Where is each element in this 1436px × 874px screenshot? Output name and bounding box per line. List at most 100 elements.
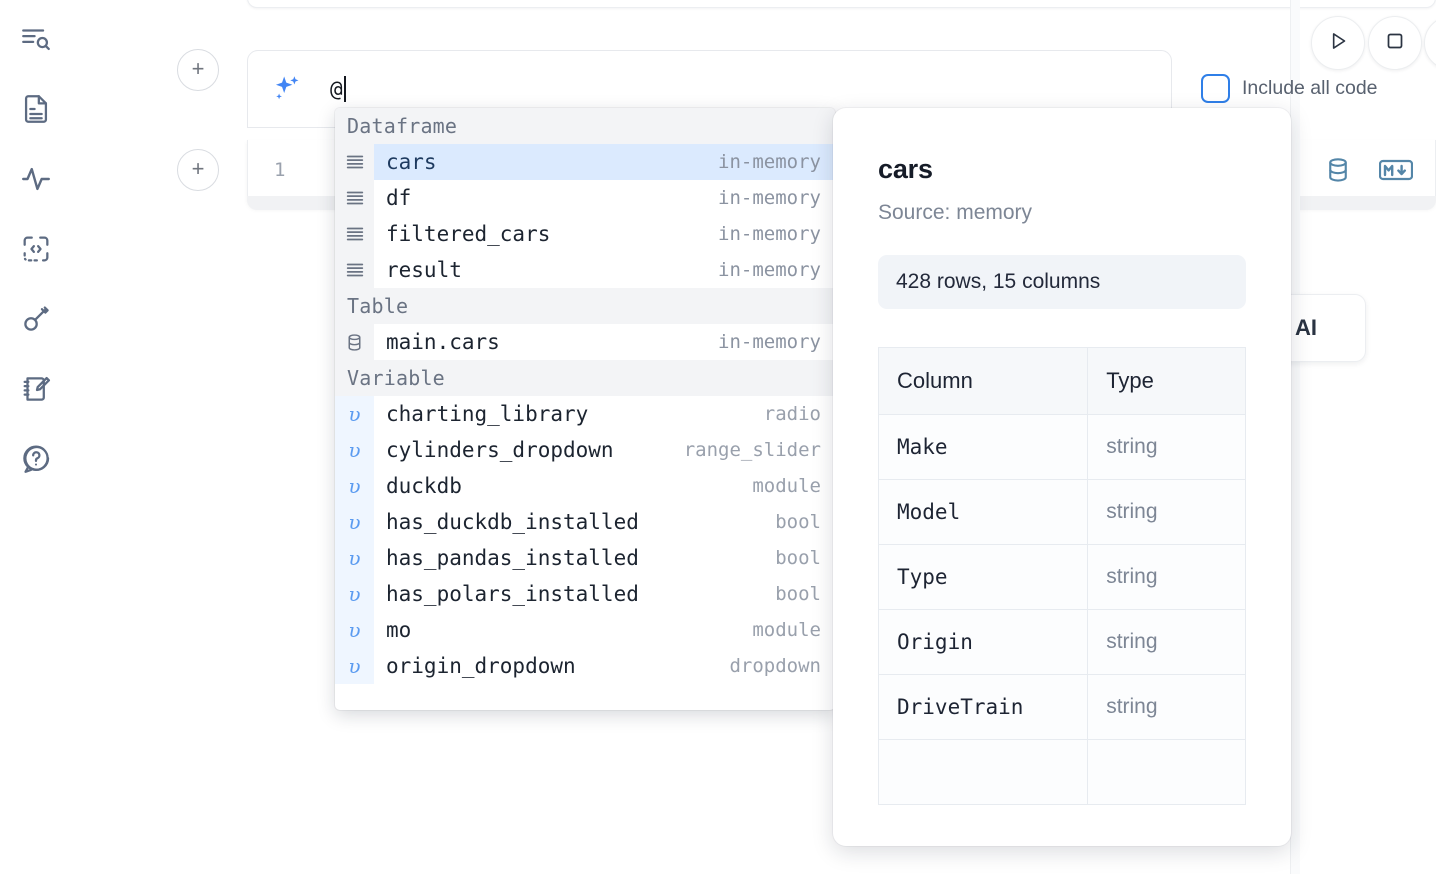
autocomplete-item[interactable]: df in-memory bbox=[335, 180, 835, 216]
autocomplete-item-type: module bbox=[752, 475, 821, 497]
autocomplete-item[interactable]: main.cars in-memory bbox=[335, 324, 835, 360]
variable-icon: υ bbox=[335, 576, 374, 612]
autocomplete-section-header: Dataframe bbox=[335, 108, 835, 144]
add-cell-button-bottom[interactable]: + bbox=[177, 149, 219, 191]
scratchpad-edit-icon bbox=[19, 372, 53, 406]
autocomplete-item-name: df bbox=[386, 186, 412, 210]
autocomplete-item-type: bool bbox=[775, 547, 821, 569]
sidebar-item-activity[interactable] bbox=[15, 158, 57, 200]
autocomplete-item[interactable]: υ has_polars_installed bool bbox=[335, 576, 835, 612]
autocomplete-item-type: in-memory bbox=[718, 331, 821, 353]
autocomplete-item[interactable]: υ has_duckdb_installed bool bbox=[335, 504, 835, 540]
play-icon bbox=[1325, 28, 1351, 59]
table-cell-type: string bbox=[1087, 544, 1246, 610]
autocomplete-item-name: has_polars_installed bbox=[386, 582, 639, 606]
autocomplete-item-name: has_duckdb_installed bbox=[386, 510, 639, 534]
stop-square-icon bbox=[1382, 28, 1408, 59]
table-cell-column bbox=[877, 739, 1089, 805]
table-cell-column: Make bbox=[877, 414, 1089, 480]
sparkle-icon bbox=[270, 72, 304, 106]
variable-icon: υ bbox=[335, 540, 374, 576]
table-cell-type: string bbox=[1087, 609, 1246, 675]
add-cell-label-top: + bbox=[191, 56, 205, 81]
autocomplete-item[interactable]: filtered_cars in-memory bbox=[335, 216, 835, 252]
autocomplete-item-type: in-memory bbox=[718, 187, 821, 209]
autocomplete-item[interactable]: result in-memory bbox=[335, 252, 835, 288]
autocomplete-section-header: Variable bbox=[335, 360, 835, 396]
markdown-icon[interactable] bbox=[1378, 158, 1414, 187]
sidebar-item-file[interactable] bbox=[15, 88, 57, 130]
variable-icon: υ bbox=[335, 504, 374, 540]
line-number: 1 bbox=[274, 159, 286, 181]
activity-pulse-icon bbox=[19, 162, 53, 196]
detail-panel: cars Source: memory 428 rows, 15 columns… bbox=[833, 108, 1291, 846]
detail-panel-shape: 428 rows, 15 columns bbox=[878, 255, 1246, 309]
autocomplete-item[interactable]: υ has_pandas_installed bool bbox=[335, 540, 835, 576]
autocomplete-item-type: in-memory bbox=[718, 259, 821, 281]
include-all-code-label: Include all code bbox=[1242, 77, 1378, 99]
table-row bbox=[877, 739, 1246, 805]
sidebar-item-snippets[interactable] bbox=[15, 228, 57, 270]
autocomplete-item-name: cylinders_dropdown bbox=[386, 438, 614, 462]
autocomplete-item[interactable]: cars in-memory bbox=[335, 144, 835, 180]
sidebar-item-outline-search[interactable] bbox=[15, 18, 57, 60]
more-actions-button[interactable] bbox=[1424, 16, 1436, 70]
key-secrets-icon bbox=[19, 302, 53, 336]
autocomplete-section-header: Table bbox=[335, 288, 835, 324]
table-cell-column: DriveTrain bbox=[877, 674, 1089, 740]
add-cell-button-top[interactable]: + bbox=[177, 49, 219, 91]
run-button[interactable] bbox=[1311, 16, 1365, 70]
autocomplete-item-name: has_pandas_installed bbox=[386, 546, 639, 570]
autocomplete-item-type: in-memory bbox=[718, 151, 821, 173]
table-cell-type bbox=[1087, 739, 1246, 805]
autocomplete-item-type: bool bbox=[775, 511, 821, 533]
file-document-icon bbox=[19, 92, 53, 126]
table-database-icon bbox=[335, 324, 374, 360]
autocomplete-item-name: result bbox=[386, 258, 462, 282]
autocomplete-item-type: dropdown bbox=[729, 655, 821, 677]
sidebar-item-secrets[interactable] bbox=[15, 298, 57, 340]
autocomplete-item-type: radio bbox=[763, 403, 821, 425]
cell-stub-above bbox=[247, 0, 1436, 8]
code-snippet-icon bbox=[19, 232, 53, 266]
outline-search-icon bbox=[19, 22, 53, 56]
autocomplete-item-type: module bbox=[752, 619, 821, 641]
vertical-scrollbar[interactable] bbox=[1290, 0, 1300, 874]
database-icon[interactable] bbox=[1323, 155, 1353, 190]
dataframe-icon bbox=[335, 144, 374, 180]
autocomplete-item-name: main.cars bbox=[386, 330, 500, 354]
autocomplete-item-type: range_slider bbox=[683, 439, 821, 461]
table-cell-type: string bbox=[1087, 479, 1246, 545]
dataframe-icon bbox=[335, 180, 374, 216]
detail-panel-source: Source: memory bbox=[878, 201, 1033, 224]
table-cell-column: Model bbox=[877, 479, 1089, 545]
ai-prompt-input[interactable]: @ bbox=[330, 76, 346, 102]
autocomplete-item-type: bool bbox=[775, 583, 821, 605]
autocomplete-item-name: duckdb bbox=[386, 474, 462, 498]
autocomplete-item-type: in-memory bbox=[718, 223, 821, 245]
sidebar-item-scratchpad[interactable] bbox=[15, 368, 57, 410]
text-caret bbox=[343, 76, 346, 102]
variable-icon: υ bbox=[335, 612, 374, 648]
include-all-code-row[interactable]: Include all code bbox=[1201, 74, 1378, 103]
add-cell-label-bottom: + bbox=[191, 156, 205, 181]
variable-icon: υ bbox=[335, 468, 374, 504]
stop-button[interactable] bbox=[1368, 16, 1422, 70]
autocomplete-item-name: filtered_cars bbox=[386, 222, 551, 246]
table-cell-column: Origin bbox=[877, 609, 1089, 675]
autocomplete-item-name: cars bbox=[386, 150, 437, 174]
sidebar-item-help[interactable] bbox=[15, 438, 57, 480]
table-header-type: Type bbox=[1087, 347, 1246, 415]
include-all-code-checkbox[interactable] bbox=[1201, 74, 1230, 103]
